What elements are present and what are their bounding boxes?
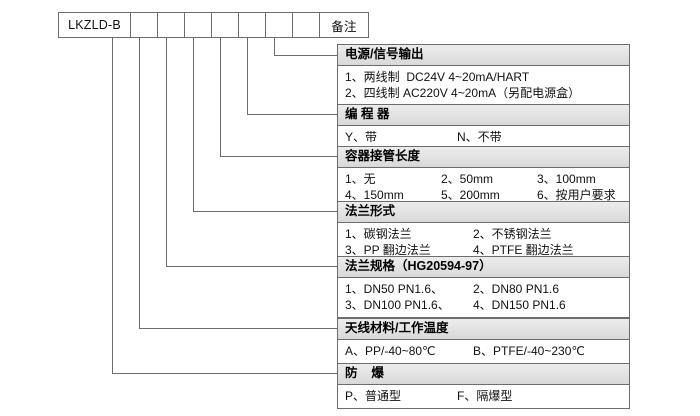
spec-body-programmer: Y、带 N、不带 bbox=[338, 126, 629, 149]
option-row: 1、DN50 PN1.6、 2、DN80 PN1.6 bbox=[345, 281, 629, 297]
spec-box-explosion-proof: 防 爆 P、普通型 F、隔爆型 bbox=[337, 363, 630, 409]
option-item: 3、DN100 PN1.6、 bbox=[345, 298, 450, 312]
leader-line-vertical-5 bbox=[166, 38, 167, 266]
code-slot-5 bbox=[239, 13, 266, 37]
spec-box-power-signal-output: 电源/信号输出 1、两线制 DC24V 4~20mA/HART 2、四线制 AC… bbox=[337, 44, 630, 106]
model-code-row: LKZLD-B 备注 bbox=[58, 12, 369, 38]
option-item: Y、带 bbox=[345, 130, 378, 144]
remarks-cell: 备注 bbox=[331, 19, 357, 34]
spec-box-flange-type: 法兰形式 1、碳钢法兰 2、不锈钢法兰 3、PP 翻边法兰 4、PTFE 翻边法… bbox=[337, 201, 630, 263]
code-slot-1 bbox=[131, 13, 158, 37]
leader-line-horizontal-6 bbox=[139, 328, 337, 329]
leader-line-vertical-1 bbox=[274, 38, 275, 55]
spec-title-power-signal-output: 电源/信号输出 bbox=[338, 45, 629, 66]
leader-line-vertical-4 bbox=[193, 38, 194, 211]
spec-body-flange-type: 1、碳钢法兰 2、不锈钢法兰 3、PP 翻边法兰 4、PTFE 翻边法兰 bbox=[338, 223, 629, 262]
spec-body-vessel-nozzle-length: 1、无 2、50mm 3、100mm 4、150mm 5、200mm 6、按用户… bbox=[338, 168, 629, 207]
code-slot-3 bbox=[185, 13, 212, 37]
option-item: F、隔爆型 bbox=[457, 389, 513, 403]
option-row: 1、两线制 DC24V 4~20mA/HART bbox=[345, 69, 629, 85]
leader-line-horizontal-4 bbox=[193, 211, 337, 212]
leader-line-horizontal-2 bbox=[247, 114, 337, 115]
code-slot-7 bbox=[293, 13, 320, 37]
spec-box-programmer: 编 程 器 Y、带 N、不带 bbox=[337, 104, 630, 150]
option-item: 2、50mm bbox=[441, 172, 494, 186]
spec-title-vessel-nozzle-length: 容器接管长度 bbox=[338, 147, 629, 168]
spec-body-antenna-material-temperature: A、PP/-40~80℃ B、PTFE/-40~230℃ bbox=[338, 340, 629, 363]
option-row: P、普通型 F、隔爆型 bbox=[345, 388, 629, 404]
option-row: 1、碳钢法兰 2、不锈钢法兰 bbox=[345, 226, 629, 242]
option-item: 1、无 bbox=[345, 172, 376, 186]
option-item: 1、两线制 DC24V 4~20mA/HART bbox=[345, 70, 530, 84]
leader-line-horizontal-3 bbox=[220, 156, 337, 157]
leader-line-vertical-2 bbox=[247, 38, 248, 114]
code-slot-2 bbox=[158, 13, 185, 37]
spec-body-power-signal-output: 1、两线制 DC24V 4~20mA/HART 2、四线制 AC220V 4~2… bbox=[338, 66, 629, 105]
option-item: N、不带 bbox=[457, 130, 502, 144]
leader-line-horizontal-5 bbox=[166, 266, 337, 267]
spec-box-antenna-material-temperature: 天线材料/工作温度 A、PP/-40~80℃ B、PTFE/-40~230℃ bbox=[337, 318, 630, 364]
spec-title-explosion-proof: 防 爆 bbox=[338, 364, 629, 385]
option-item: 2、DN80 PN1.6 bbox=[473, 282, 560, 296]
leader-line-vertical-6 bbox=[139, 38, 140, 328]
option-item: B、PTFE/-40~230℃ bbox=[473, 344, 585, 358]
option-row: 3、DN100 PN1.6、 4、DN150 PN1.6 bbox=[345, 297, 629, 313]
option-item: 3、PP 翻边法兰 bbox=[345, 243, 431, 257]
leader-line-vertical-3 bbox=[220, 38, 221, 156]
option-item: 4、150mm bbox=[345, 188, 404, 202]
leader-line-horizontal-1 bbox=[274, 55, 337, 56]
code-slot-4 bbox=[212, 13, 239, 37]
option-item: 1、DN50 PN1.6、 bbox=[345, 282, 444, 296]
spec-body-explosion-proof: P、普通型 F、隔爆型 bbox=[338, 385, 629, 408]
option-item: P、普通型 bbox=[345, 389, 402, 403]
spec-title-flange-specification: 法兰规格（HG20594-97） bbox=[338, 257, 629, 278]
leader-line-vertical-7 bbox=[112, 38, 113, 373]
leader-line-horizontal-7 bbox=[112, 373, 337, 374]
option-item: A、PP/-40~80℃ bbox=[345, 344, 436, 358]
option-row: 2、四线制 AC220V 4~20mA（另配电源盒） bbox=[345, 85, 629, 101]
option-item: 1、碳钢法兰 bbox=[345, 227, 412, 241]
spec-box-vessel-nozzle-length: 容器接管长度 1、无 2、50mm 3、100mm 4、150mm 5、200m… bbox=[337, 146, 630, 208]
option-item: 4、DN150 PN1.6 bbox=[473, 298, 566, 312]
option-item: 5、200mm bbox=[441, 188, 500, 202]
option-row: Y、带 N、不带 bbox=[345, 129, 629, 145]
option-item: 6、按用户要求 bbox=[537, 188, 616, 202]
spec-title-programmer: 编 程 器 bbox=[338, 105, 629, 126]
option-item: 4、PTFE 翻边法兰 bbox=[473, 243, 574, 257]
model-code-cell: LKZLD-B bbox=[59, 13, 131, 37]
option-row: 1、无 2、50mm 3、100mm bbox=[345, 171, 629, 187]
code-slot-6 bbox=[266, 13, 293, 37]
spec-title-antenna-material-temperature: 天线材料/工作温度 bbox=[338, 319, 629, 340]
spec-box-flange-specification: 法兰规格（HG20594-97） 1、DN50 PN1.6、 2、DN80 PN… bbox=[337, 256, 630, 318]
option-row: A、PP/-40~80℃ B、PTFE/-40~230℃ bbox=[345, 343, 629, 359]
spec-title-flange-type: 法兰形式 bbox=[338, 202, 629, 223]
option-row: 4、150mm 5、200mm 6、按用户要求 bbox=[345, 187, 629, 203]
option-row: 3、PP 翻边法兰 4、PTFE 翻边法兰 bbox=[345, 242, 629, 258]
option-item: 2、不锈钢法兰 bbox=[473, 227, 552, 241]
option-item: 3、100mm bbox=[537, 172, 596, 186]
spec-body-flange-specification: 1、DN50 PN1.6、 2、DN80 PN1.6 3、DN100 PN1.6… bbox=[338, 278, 629, 317]
option-item: 2、四线制 AC220V 4~20mA（另配电源盒） bbox=[345, 86, 581, 100]
